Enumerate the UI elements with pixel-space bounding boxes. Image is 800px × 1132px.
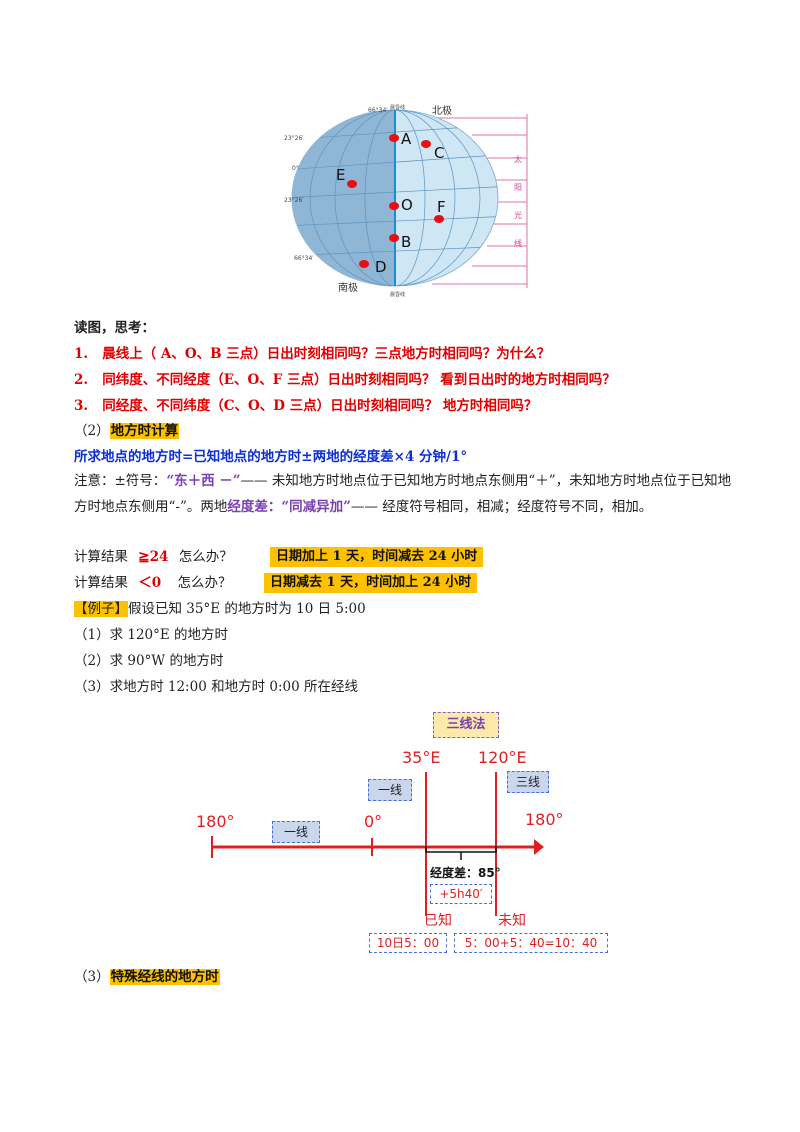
three-line-title: 三线法 [433, 712, 499, 738]
example-item-3: （3）求地方时 12:00 和地方时 0:00 所在经线 [74, 679, 358, 695]
note-text-2: 于已知地方时地点东侧用“-”。两地 [74, 473, 732, 515]
think-title: 读图，思考： [74, 320, 155, 336]
example-line: 【例子】假设已知 35°E 的地方时为 10 日 5:00 [74, 599, 366, 619]
point-e-label: E [336, 166, 345, 184]
question-3-text: 同经度、不同纬度（C、O、D 三点）日出时刻相同吗？ 地方时相同吗？ [102, 398, 538, 414]
point-b-label: B [401, 233, 411, 251]
point-e-dot [347, 180, 357, 188]
note-colon: ： [267, 499, 282, 515]
question-2: 2. 同纬度、不同经度（E、O、F 三点）日出时刻相同吗？ 看到日出时的地方时相… [74, 370, 616, 390]
sunlight-char-1: 太 [514, 154, 522, 164]
question-1: 1. 晨线上（ A、O、B 三点）日出时刻相同吗？三点地方时相同吗？为什么？ [74, 344, 550, 364]
note-text-3: —— 经度符号相同，相减；经度符号不同，相 [350, 499, 626, 515]
lon-120e: 120°E [478, 748, 527, 767]
note-lon-diff: 经度差 [227, 499, 268, 515]
formula: 所求地点的地方时=已知地点的地方时±两地的经度差×4 分钟/1° [74, 449, 468, 465]
globe-label-north-pole: 北极 [432, 104, 452, 117]
sunlight-char-2: 阳 [514, 183, 522, 192]
question-3: 3. 同经度、不同纬度（C、O、D 三点）日出时刻相同吗？ 地方时相同吗？ [74, 396, 537, 416]
globe-label-equator: 0° [292, 165, 299, 172]
question-1-text: 晨线上（ A、O、B 三点）日出时刻相同吗？三点地方时相同吗？为什么？ [102, 346, 551, 362]
section-2-heading: （2）地方时计算 [74, 421, 180, 441]
timeline-diagram [211, 772, 544, 916]
section-3-heading: （3）特殊经线的地方时 [74, 967, 220, 987]
question-1-number: 1. [74, 346, 89, 362]
example-item-1: （1）求 120°E 的地方时 [74, 627, 229, 643]
point-d-dot [359, 260, 369, 268]
time-offset-box: +5h40′ [430, 884, 492, 904]
point-o-dot [389, 202, 399, 210]
lon-35e: 35°E [402, 748, 441, 767]
known-label: 已知 [424, 913, 452, 929]
section-2-number: （2） [74, 423, 110, 439]
unknown-time-box: 5：00+5：40=10：40 [454, 933, 608, 953]
question-2-text: 同纬度、不同经度（E、O、F 三点）日出时刻相同吗？ 看到日出时的地方时相同吗？ [102, 372, 616, 388]
lon-180-left: 180° [196, 812, 235, 831]
example-tag: 【例子】 [74, 601, 128, 617]
globe-label-bl-angle: 66°34′ [294, 255, 314, 262]
calc-row-1-question: 怎么办？ [178, 549, 233, 565]
question-3-number: 3. [74, 398, 89, 414]
calc-row-2: 计算结果 ＜0 怎么办？ [74, 573, 232, 593]
note-east-west: “东＋西 －” [166, 473, 241, 489]
calc-row-2-answer: 日期减去 1 天，时间加上 24 小时 [264, 573, 478, 593]
point-b-dot [389, 234, 399, 242]
calc-row-1-answer: 日期加上 1 天，时间减去 24 小时 [270, 547, 484, 567]
calc-row-1-label: 计算结果 [74, 549, 128, 565]
globe-label-south-pole: 南极 [338, 281, 358, 294]
note-same-diff: “同减异加” [281, 499, 351, 515]
point-f-label: F [437, 198, 446, 216]
example-item-2: （2）求 90°W 的地方时 [74, 653, 224, 669]
point-d-label: D [375, 258, 387, 276]
globe-label-bottom: 晨昏线 [390, 291, 405, 298]
point-a-label: A [401, 130, 412, 148]
point-c-label: C [434, 144, 444, 162]
question-2-number: 2. [74, 372, 89, 388]
globe-figure: 66°34′ 晨昏线 23°26′ 0° 23°26′ 66°34′ 晨昏线 北… [284, 104, 528, 298]
lon-0: 0° [364, 812, 383, 831]
calc-row-2-label: 计算结果 [74, 575, 128, 591]
globe-label-top: 晨昏线 [390, 104, 405, 111]
lon-diff-label: 经度差：85° [430, 866, 501, 880]
section-2-title: 地方时计算 [109, 423, 180, 439]
calc-row-1-condition: ≧24 [138, 549, 169, 565]
note-text-4: 加。 [625, 499, 653, 515]
known-time-box: 10日5：00 [369, 933, 447, 953]
sunlight-char-3: 光 [514, 210, 522, 220]
section-3-title: 特殊经线的地方时 [109, 969, 220, 985]
point-a-dot [389, 134, 399, 142]
lon-180-right: 180° [525, 810, 564, 829]
example-text: 假设已知 35°E 的地方时为 10 日 5:00 [128, 601, 366, 617]
section-3-number: （3） [74, 969, 110, 985]
globe-label-lat2: 23°26′ [284, 197, 304, 204]
calc-row-1: 计算结果 ≧24 怎么办？ [74, 547, 233, 567]
callout-line1-top: 一线 [368, 779, 412, 801]
globe-label-lat1: 23°26′ [284, 135, 304, 142]
point-o-label: O [401, 196, 413, 214]
globe-label-tl-angle: 66°34′ [368, 107, 388, 114]
point-c-dot [421, 140, 431, 148]
note-text-1: —— 未知地方时地点位于已知地方时地点东侧用“＋”，未知地方时地点位 [240, 473, 678, 489]
note-prefix: 注意：±符号： [74, 473, 167, 489]
calc-row-2-question: 怎么办？ [177, 575, 232, 591]
sunlight-char-4: 线 [514, 238, 522, 248]
note-paragraph: 注意：±符号：“东＋西 －”—— 未知地方时地点位于已知地方时地点东侧用“＋”，… [74, 468, 734, 520]
callout-line1-axis: 一线 [272, 821, 320, 843]
unknown-label: 未知 [498, 913, 526, 929]
calc-row-2-condition: ＜0 [138, 575, 162, 591]
callout-line3: 三线 [507, 771, 549, 793]
point-f-dot [434, 215, 444, 223]
